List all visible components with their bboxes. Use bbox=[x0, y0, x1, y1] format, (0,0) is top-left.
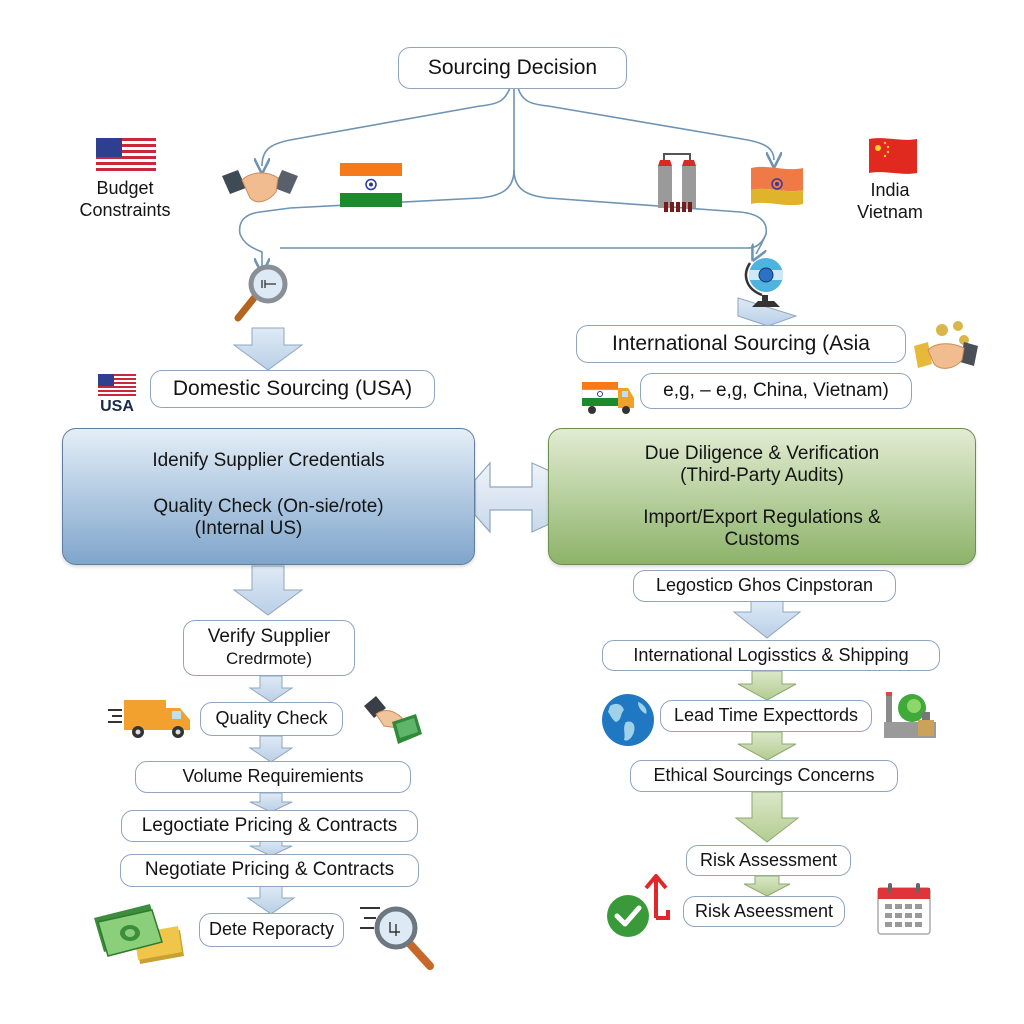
arrow-down bbox=[737, 731, 797, 761]
date-report-label: Dete Reporacty bbox=[208, 919, 335, 940]
volume-requirements-node[interactable]: Volume Requiremients bbox=[135, 761, 411, 793]
logistics-node[interactable]: Legosticɒ Ghos Cinpstoran bbox=[633, 570, 896, 602]
calendar-icon bbox=[877, 883, 931, 935]
international-logistics-node[interactable]: International Logisstics & Shipping bbox=[602, 640, 940, 671]
magnifier-icon bbox=[360, 906, 434, 970]
identify-credentials-text: Idenify Supplier Credentials bbox=[152, 449, 385, 471]
lead-time-label: Lead Time Expecttords bbox=[673, 705, 859, 726]
ethical-sourcing-label: Ethical Sourcings Concerns bbox=[653, 765, 875, 786]
india-vietnam-label: India Vietnam bbox=[840, 180, 940, 223]
green-factory-icon bbox=[884, 692, 936, 738]
arrow-down bbox=[232, 565, 304, 616]
date-report-node[interactable]: Dete Reporacty bbox=[199, 913, 344, 947]
checkmark-icon bbox=[607, 895, 649, 937]
ethical-sourcing-node[interactable]: Ethical Sourcings Concerns bbox=[630, 760, 898, 792]
import-export-text: Import/Export Regulations & bbox=[643, 506, 881, 528]
international-logistics-label: International Logisstics & Shipping bbox=[633, 644, 909, 665]
negotiate-pricing-node[interactable]: Negotiate Pricing & Contracts bbox=[120, 854, 419, 887]
delivery-truck-icon bbox=[108, 700, 190, 738]
verify-supplier-line2: Credrmote) bbox=[226, 649, 312, 669]
arrow-down bbox=[248, 675, 294, 703]
hand-money-icon bbox=[364, 696, 422, 744]
handshake-icon bbox=[914, 321, 978, 369]
legoctiate-pricing-node[interactable]: Legoctiate Pricing & Contracts bbox=[121, 810, 418, 842]
right-flow-arrows bbox=[732, 297, 802, 897]
internal-us-text: (Internal US) bbox=[194, 517, 303, 539]
arrow-down bbox=[249, 792, 293, 813]
globe-icon bbox=[744, 258, 783, 307]
risk-assessment-label: Risk Assessment bbox=[699, 849, 838, 870]
domestic-main-box[interactable]: Idenify Supplier Credentials Quality Che… bbox=[62, 428, 475, 565]
usa-flag-icon bbox=[98, 374, 136, 398]
usa-flag-icon bbox=[96, 138, 156, 174]
verify-supplier-line1: Verify Supplier bbox=[207, 626, 331, 648]
connector-left-branch bbox=[262, 87, 511, 166]
decision-connectors bbox=[238, 87, 774, 266]
international-main-box[interactable]: Due Diligence & Verification (Third-Part… bbox=[548, 428, 976, 565]
sourcing-decision-node[interactable]: Sourcing Decision bbox=[398, 47, 627, 89]
cash-stack-icon bbox=[94, 904, 184, 964]
domestic-sourcing-header[interactable]: Domestic Sourcing (USA) bbox=[150, 370, 435, 408]
legoctiate-pricing-label: Legoctiate Pricing & Contracts bbox=[141, 814, 398, 836]
international-sourcing-header[interactable]: International Sourcing (Asia bbox=[576, 325, 906, 363]
budget-label-line1: Budget bbox=[96, 178, 154, 198]
handshake-icon bbox=[222, 170, 298, 203]
lead-time-node[interactable]: Lead Time Expecttords bbox=[660, 700, 872, 732]
red-arrow-icon bbox=[644, 874, 670, 920]
budget-constraints-label: Budget Constraints bbox=[60, 178, 190, 221]
sourcing-decision-label: Sourcing Decision bbox=[427, 56, 598, 80]
quality-check-node[interactable]: Quality Check bbox=[200, 702, 343, 736]
quality-check-label: Quality Check bbox=[215, 708, 328, 729]
risk-aseessment-label: Risk Aseessment bbox=[694, 900, 834, 921]
customs-text: Customs bbox=[724, 528, 800, 550]
connector-center-left bbox=[238, 88, 515, 266]
earth-globe-icon bbox=[602, 694, 654, 746]
left-flow-arrows bbox=[232, 327, 304, 915]
connector-right-drop bbox=[756, 233, 767, 254]
third-party-audits-text: (Third-Party Audits) bbox=[680, 464, 844, 486]
due-diligence-text: Due Diligence & Verification bbox=[644, 442, 880, 464]
arrow-down bbox=[734, 791, 800, 843]
domestic-header-label: Domestic Sourcing (USA) bbox=[172, 377, 413, 401]
india-flag-wavy-icon bbox=[751, 166, 803, 206]
budget-label-line2: Constraints bbox=[79, 199, 171, 220]
india-label: India bbox=[870, 180, 910, 200]
risk-aseessment-node[interactable]: Risk Aseessment bbox=[683, 896, 845, 927]
usa-flag-label: USA bbox=[100, 398, 134, 415]
international-region-node[interactable]: e,g, – e,g, China, Vietnam) bbox=[640, 373, 912, 409]
logistics-label: Legosticɒ Ghos Cinpstoran bbox=[655, 575, 874, 596]
india-flag-icon bbox=[340, 163, 402, 207]
arrow-down bbox=[732, 599, 802, 639]
arrow-down bbox=[248, 735, 294, 763]
arrow-down bbox=[743, 875, 791, 897]
arrow-down bbox=[246, 885, 296, 915]
arrow-down bbox=[737, 670, 797, 701]
volume-requirements-label: Volume Requiremients bbox=[182, 766, 364, 787]
arrow-down bbox=[232, 327, 304, 371]
risk-assessment-node[interactable]: Risk Assessment bbox=[686, 845, 851, 876]
connector-right-branch bbox=[517, 87, 774, 160]
quality-check-onsite-text: Quality Check (On-sie/rote) bbox=[153, 495, 384, 517]
verify-supplier-node[interactable]: Verify Supplier Credrmote) bbox=[183, 620, 355, 676]
negotiate-pricing-label: Negotiate Pricing & Contracts bbox=[144, 859, 395, 881]
china-flag-icon bbox=[869, 138, 917, 174]
vietnam-label: Vietnam bbox=[857, 201, 923, 222]
factory-icon bbox=[658, 153, 696, 212]
international-region-label: e,g, – e,g, China, Vietnam) bbox=[663, 379, 889, 401]
international-header-label: International Sourcing (Asia bbox=[612, 332, 870, 356]
magnifier-icon bbox=[234, 264, 288, 322]
india-truck-icon bbox=[581, 382, 634, 414]
